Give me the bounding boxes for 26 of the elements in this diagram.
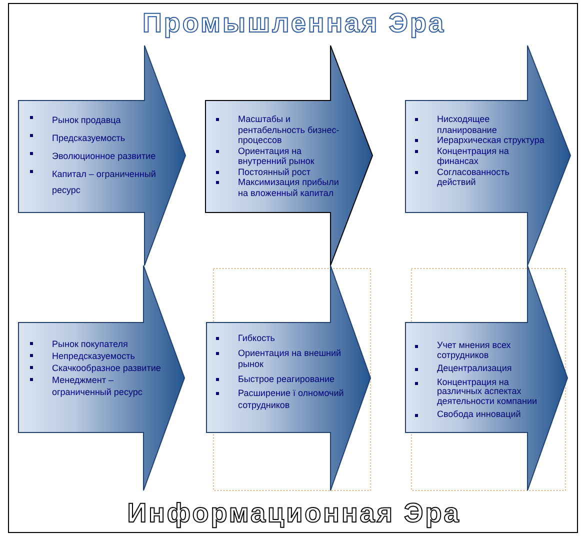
bullet-text: Нисходящее планирование (437, 114, 498, 135)
bullet-text: Рынок покупателя (52, 338, 128, 350)
bullet-text: Быстрое реагирование (238, 374, 335, 385)
bullet-text: Капитал – ограниченный ресурс (52, 168, 157, 197)
bullet-text: Концентрация на различных аспектах деятельности компании (437, 378, 538, 406)
bullet-text: Децентрализация (437, 364, 512, 374)
bullet-text: Масштабы и рентабельность бизнес-процессов (238, 114, 340, 146)
bullet-text: Предсказуемость (52, 132, 126, 145)
bullet-text: Учет мнения всех сотрудников (437, 341, 512, 360)
bullet-text: Расширение ї олномочий сотрудников (238, 388, 345, 411)
bullet-text: Постоянный рост (238, 166, 310, 177)
bullet-text: Рынок продавца (52, 114, 121, 127)
bullet-text: Концентрация на финансах (437, 146, 510, 166)
title: Промышленная Эра (142, 8, 446, 39)
bullet-text: Ориентация на внешний рынок (238, 348, 342, 370)
bullet-text: Эволюционное развитие (52, 150, 156, 163)
caption: Информационная Эра (127, 498, 461, 529)
bullet-text: Скачкообразное развитие (52, 362, 161, 374)
bullet-text: Менеджмент – ограниченный ресурс (52, 374, 144, 398)
bullet-text: Согласованность действий (437, 166, 510, 188)
bullet-text: Гибкость (238, 333, 275, 344)
bullet-text: Максимизация прибыли на вложенный капитал (238, 177, 340, 198)
bullet-text: Свобода инноваций (437, 410, 521, 420)
bullet-text: Ориентация на внутренний рынок (238, 146, 316, 166)
bullet-text: Иерархическая структура (437, 135, 544, 146)
bullet-text: Непредсказуемость (52, 350, 135, 362)
